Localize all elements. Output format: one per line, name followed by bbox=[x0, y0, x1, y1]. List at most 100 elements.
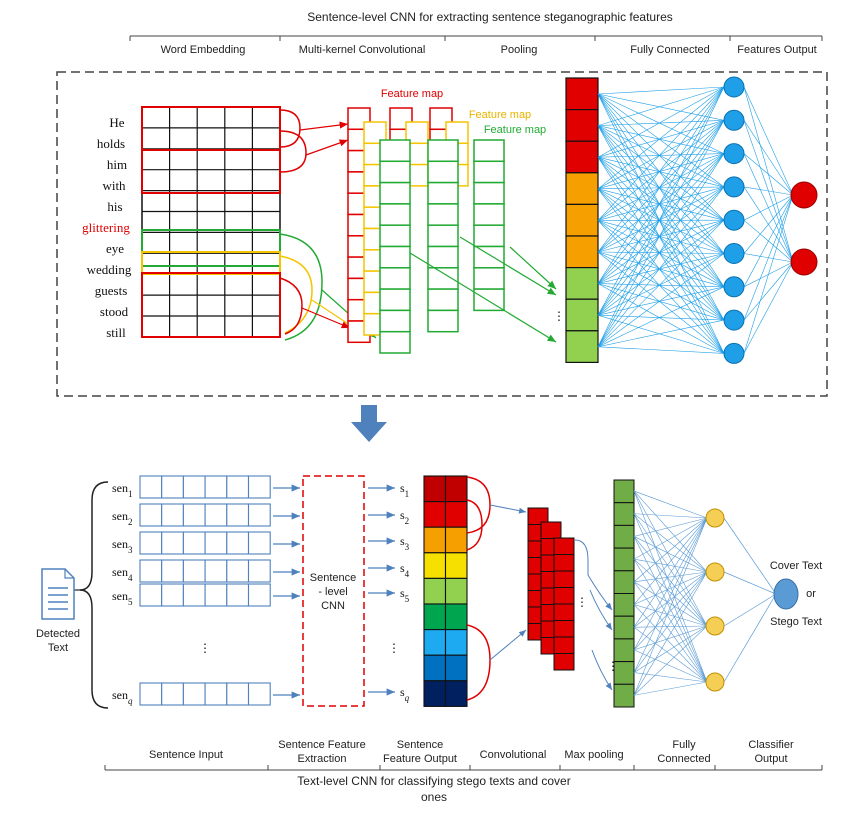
sentence-brace bbox=[79, 481, 109, 709]
conv-cell bbox=[553, 620, 575, 638]
fc-edge bbox=[633, 513, 708, 683]
feature-map-cell bbox=[473, 181, 505, 205]
word: holds bbox=[97, 136, 125, 151]
feature-label: s2 bbox=[400, 508, 409, 526]
conv-arrows bbox=[489, 504, 527, 661]
fc-edge bbox=[597, 156, 725, 221]
fc-edge bbox=[597, 120, 725, 190]
fc-edge bbox=[743, 194, 794, 287]
sentence-row: sen3 bbox=[112, 531, 300, 555]
feature-map-cell bbox=[379, 139, 411, 163]
fc-edge bbox=[597, 93, 725, 121]
fc-edge bbox=[633, 581, 708, 627]
word: stood bbox=[100, 304, 129, 319]
embedding-cell bbox=[139, 559, 163, 583]
feature-map-cell bbox=[427, 224, 459, 248]
fc-node bbox=[705, 508, 725, 528]
bottom-stage-label: Classifier bbox=[748, 739, 794, 751]
maxpool-cell bbox=[613, 547, 635, 572]
fc-edge bbox=[633, 571, 708, 673]
sentence-feature-matrix bbox=[423, 475, 468, 707]
feature-map-cell bbox=[379, 224, 411, 248]
fc-edge bbox=[633, 536, 708, 627]
embedding-cell bbox=[204, 559, 228, 583]
word: him bbox=[107, 157, 127, 172]
output-ellipsis: ⋮ bbox=[388, 641, 400, 655]
feature-maps bbox=[347, 107, 505, 354]
feature-label: s5 bbox=[400, 586, 410, 604]
fc-edge bbox=[597, 314, 725, 321]
fc-edge bbox=[633, 513, 708, 573]
fc-edge bbox=[633, 571, 708, 605]
fc-edge bbox=[597, 251, 725, 321]
feature-cell bbox=[423, 475, 447, 503]
fc-edge bbox=[597, 253, 725, 284]
fc-edge bbox=[633, 517, 708, 673]
fc-edge bbox=[633, 558, 708, 683]
maxpool-arrows bbox=[574, 539, 613, 691]
feature-map-cell bbox=[427, 160, 459, 184]
fc-edge bbox=[597, 251, 725, 254]
bottom-stage-label: Convolutional bbox=[480, 749, 547, 761]
sentence-row: sen1 bbox=[112, 475, 300, 499]
fc-edge bbox=[597, 93, 725, 287]
bottom-caption-line1: Text-level CNN for classifying stego tex… bbox=[297, 774, 570, 788]
pooling-cell bbox=[565, 140, 599, 174]
feature-map-cell bbox=[379, 309, 411, 333]
sentence-feature-output: s5 bbox=[368, 586, 410, 604]
sentence-row: sen2 bbox=[112, 503, 300, 527]
fc-edge bbox=[597, 153, 725, 221]
embedding-cell bbox=[161, 682, 184, 706]
embedding-cell bbox=[182, 559, 206, 583]
stage-label-pooling: Pooling bbox=[501, 44, 538, 56]
or-label: or bbox=[806, 588, 816, 600]
fc-edge bbox=[597, 93, 725, 221]
fc-edge bbox=[633, 649, 708, 683]
bottom-caption-line2: ones bbox=[421, 790, 447, 804]
fc-edge bbox=[633, 517, 708, 560]
embedding-cell bbox=[204, 475, 228, 499]
feature-map-label-green: Feature map bbox=[484, 124, 546, 136]
sentence-cnn-extractor bbox=[302, 475, 365, 707]
fc-edge bbox=[597, 219, 725, 253]
embedding-cell bbox=[161, 531, 184, 555]
fc-edge bbox=[597, 186, 725, 284]
fc-edge bbox=[597, 251, 725, 288]
fully-connected-bottom bbox=[633, 490, 799, 696]
fc-edge bbox=[597, 251, 725, 354]
pooling-cell bbox=[565, 77, 599, 111]
fc-edge bbox=[633, 558, 708, 573]
embedding-cell bbox=[204, 531, 228, 555]
pooling-cell bbox=[565, 298, 599, 332]
fc-edge bbox=[597, 125, 725, 254]
feature-map-green-1 bbox=[379, 139, 411, 354]
maxpool-cell bbox=[613, 502, 635, 526]
embedding-cell bbox=[204, 583, 228, 607]
maxpool-cell bbox=[613, 638, 635, 663]
feature-cell bbox=[444, 475, 468, 503]
feature-map-cell bbox=[379, 267, 411, 290]
embedding-cell bbox=[247, 503, 271, 527]
fc-edge bbox=[597, 319, 725, 348]
embedding-cell bbox=[139, 682, 163, 706]
fc-edge bbox=[597, 314, 725, 354]
fc-edge bbox=[597, 93, 725, 354]
embedding-cell bbox=[161, 475, 184, 499]
feature-map-label-yellow: Feature map bbox=[469, 109, 531, 121]
embedding-matrix-frame bbox=[141, 106, 281, 338]
embedding-cell bbox=[247, 682, 271, 706]
feature-cell bbox=[423, 552, 447, 579]
embedding-cell bbox=[139, 475, 163, 499]
fc-edge bbox=[597, 120, 725, 253]
conv-brackets bbox=[466, 476, 491, 701]
feature-cell bbox=[423, 680, 447, 707]
embedding-cell bbox=[182, 475, 206, 499]
fc-edge bbox=[633, 604, 708, 627]
embedding-cell bbox=[161, 503, 184, 527]
bottom-stage-bracket bbox=[104, 765, 823, 771]
stego-text-label: Stego Text bbox=[770, 616, 822, 628]
fc-edge bbox=[633, 558, 708, 627]
fc-edge bbox=[597, 125, 725, 221]
fc-edge bbox=[597, 125, 725, 287]
conv-cell bbox=[553, 653, 575, 671]
